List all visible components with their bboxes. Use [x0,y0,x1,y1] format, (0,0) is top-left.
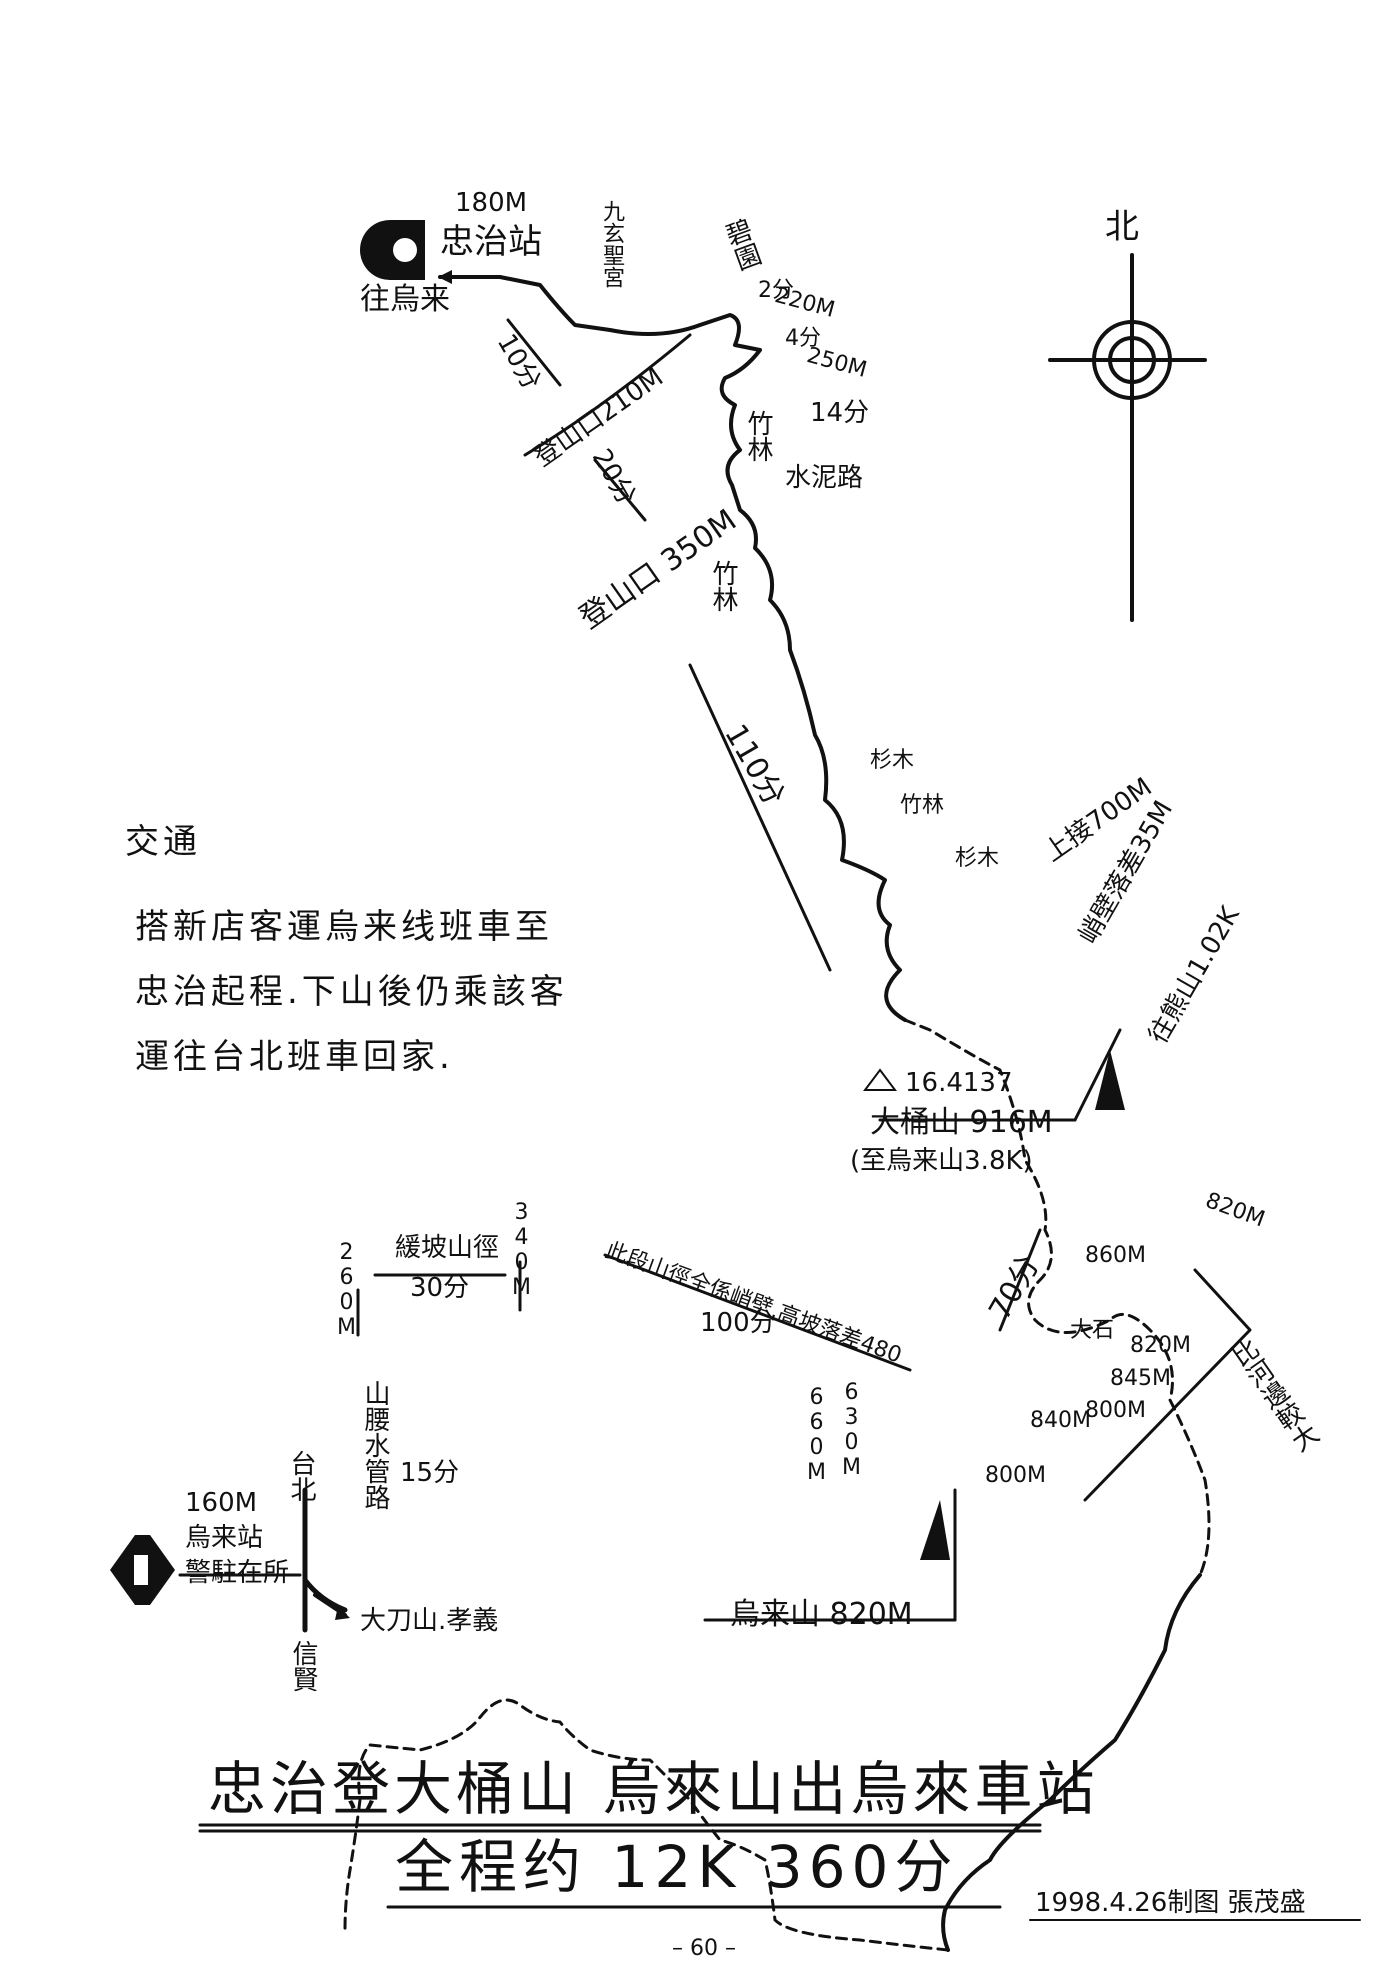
end-altitude: 160M [185,1488,258,1518]
start-direction: 往烏来 [360,282,450,317]
alt-340: 340M [509,1200,534,1300]
road-taipei [302,1487,348,1613]
arrow-20min [593,458,647,522]
traffic-line-3: 運往台北班車回家. [135,1037,454,1077]
traffic-line-2: 忠治起程.下山後仍乘該客 [135,972,568,1012]
station-marker-start [360,220,425,280]
peak-marker-datong [1095,1050,1125,1110]
bamboo-label-2: 竹林 [708,560,738,612]
time-2min: 2分 [758,278,794,303]
traffic-heading: 交通 [125,822,201,862]
start-altitude: 180M [455,188,528,218]
start-station-name: 忠治站 [440,222,542,262]
to-dadao: 大刀山.孝義 [360,1606,499,1636]
arrow-trailhead210 [523,333,692,457]
peak-marker-wuri [920,1500,950,1560]
peak-note: (至烏来山3.8K) [850,1146,1033,1176]
leader-peak-v [1073,1028,1122,1122]
bamboo-label-3: 竹林 [900,793,945,818]
time-15min: 15分 [400,1458,460,1488]
map-title: 忠治登大桶山 烏來山出烏來車站 [208,1755,1099,1823]
arrow-110min [688,663,832,972]
page-number: – 60 – [672,1936,736,1961]
peak-datong: 大桶山 916M [870,1105,1053,1140]
pipe-road: 山腰水管路 [360,1380,390,1510]
alt-860: 860M [1085,1243,1146,1268]
alt-800-b: 800M [985,1463,1046,1488]
signature: 1998.4.26制图 張茂盛 [1035,1888,1306,1918]
benchmark-number: 16.4137 [905,1068,1013,1098]
station-marker-end [110,1535,175,1605]
arrow-70min [998,1228,1042,1332]
traffic-line-1: 搭新店客運烏来线班車至 [135,907,553,947]
alt-845: 845M [1110,1366,1171,1391]
alt-820-b: 820M [1130,1333,1191,1358]
arrowhead-start [438,270,452,284]
to-taipei: 台北 [286,1450,316,1502]
leader-cliffpath [603,1253,912,1372]
end-station-name: 烏来站 [185,1523,264,1553]
alt-840: 840M [1030,1408,1091,1433]
big-rock: 大石 [1070,1318,1115,1343]
cedar-label-2: 杉木 [955,846,1000,871]
alt-660: 660M [804,1385,829,1485]
benchmark-icon [863,1068,897,1091]
gentle-slope: 緩坡山徑 [395,1233,500,1263]
arrow-10min [506,318,562,387]
alt-260: 260M [334,1240,359,1340]
time-14min: 14分 [810,398,870,428]
route-start-section [498,275,907,1022]
compass-rose [1048,253,1207,622]
police-station: 警駐在所 [185,1558,290,1588]
route-ridge-section [343,1698,950,1952]
cement-road-label: 水泥路 [785,463,864,493]
time-4min: 4分 [785,326,821,351]
alt-800-a: 800M [1085,1398,1146,1423]
arrowhead-dadao [335,1606,350,1620]
bracket-right-note [1083,1268,1252,1502]
time-30min: 30分 [410,1273,470,1303]
cedar-label-1: 杉木 [870,748,915,773]
peak-wuri: 烏来山 820M [730,1597,913,1632]
route-mid-section [903,1018,1211,1577]
map-subtitle: 全程约 12K 360分 [395,1833,959,1901]
bamboo-label-1: 竹林 [743,410,773,462]
alt-630: 630M [839,1380,864,1480]
time-100min: 100分 [700,1308,776,1338]
north-label: 北 [1105,207,1139,247]
title-underline [198,1823,1042,1833]
temple-label: 九玄聖宮 [599,200,624,288]
to-xinxian: 信賢 [288,1640,318,1692]
